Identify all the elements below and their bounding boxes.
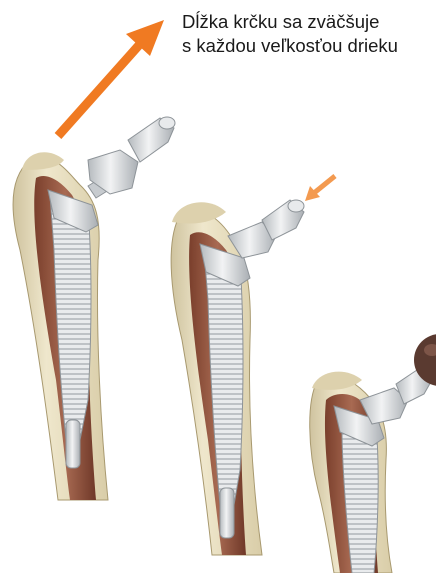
large-growth-arrow: [58, 20, 164, 136]
implant-small: [13, 117, 175, 500]
small-pointer-arrow: [305, 176, 335, 201]
implant-large: [310, 334, 436, 573]
implant-medium: [171, 200, 304, 555]
